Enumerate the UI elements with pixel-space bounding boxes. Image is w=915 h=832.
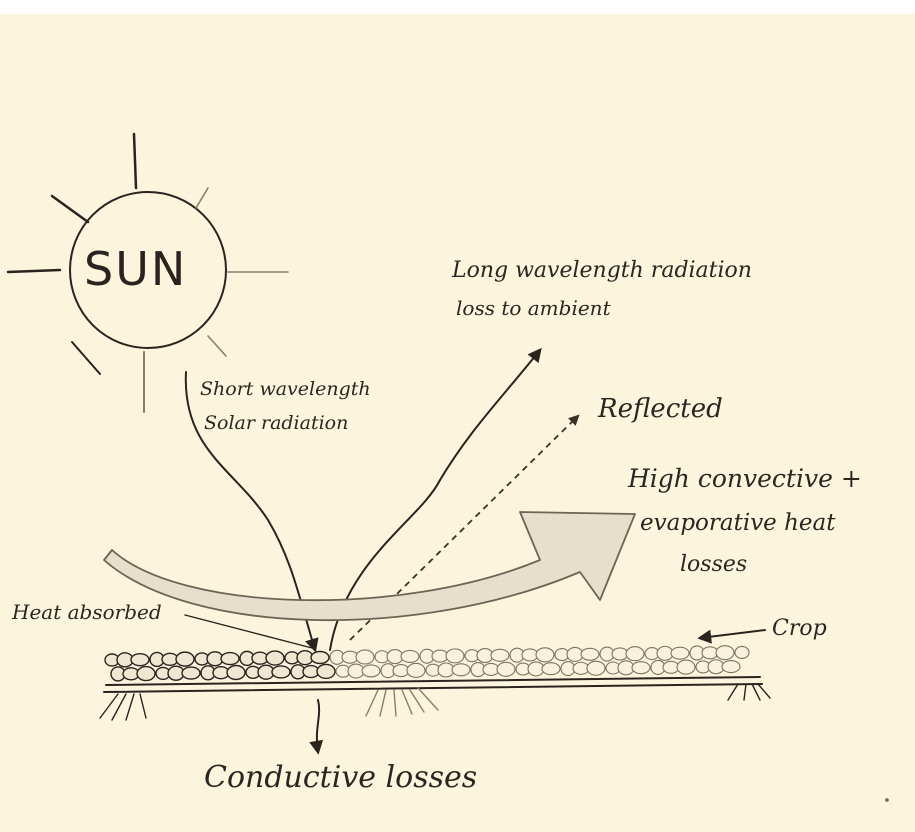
crop-pebble (131, 654, 149, 666)
crop-pebble (407, 663, 425, 677)
crop-pebble (626, 647, 644, 661)
crop-pebble (266, 651, 284, 665)
short-wave-label-line1: Short wavelength (200, 378, 371, 400)
convective-arrow (104, 512, 635, 620)
crop-pebble (221, 653, 239, 665)
crop-pebble (446, 649, 464, 663)
tray-supports (100, 684, 770, 720)
crop-pointer (700, 630, 765, 638)
sun-label: SUN (84, 242, 187, 296)
crop-pebble (356, 650, 374, 664)
drying-tray (104, 677, 762, 692)
crop-layer (105, 646, 749, 681)
crop-pebble (452, 664, 470, 676)
convective-label-line3: losses (680, 552, 747, 577)
crop-pebble (536, 648, 554, 662)
crop-pebble (735, 646, 749, 658)
conductive-label: Conductive losses (204, 760, 477, 795)
convective-label-line1: High convective + (628, 464, 862, 493)
convective-label-line2: evaporative heat (640, 510, 836, 536)
crop-pebble (137, 667, 155, 681)
crop-pebble (587, 661, 605, 675)
crop-pebble (491, 649, 509, 661)
crop-pebble (671, 647, 689, 659)
crop-pebble (272, 666, 290, 678)
short-wave-label-line2: Solar radiation (204, 412, 348, 434)
reflected-label: Reflected (598, 394, 723, 424)
crop-label: Crop (772, 616, 827, 641)
long-wave-label-line1: Long wavelength radiation (452, 258, 752, 283)
crop-pebble (722, 661, 740, 673)
crop-pebble (677, 660, 695, 674)
long-wave-label-line2: loss to ambient (456, 296, 611, 320)
crop-pebble (716, 646, 734, 660)
crop-pebble (182, 667, 200, 679)
crop-pebble (317, 664, 335, 678)
crop-pebble (362, 665, 380, 677)
crop-pebble (311, 652, 329, 664)
crop-pebble (227, 666, 245, 680)
heat-absorbed-label: Heat absorbed (12, 600, 162, 624)
crop-pebble (497, 662, 515, 676)
crop-pebble (401, 650, 419, 662)
conductive-arrow (317, 700, 319, 752)
crop-pebble (542, 663, 560, 675)
crop-pebble (176, 652, 194, 666)
crop-pebble (632, 662, 650, 674)
crop-pebble (581, 648, 599, 660)
paper-speck (885, 798, 889, 802)
